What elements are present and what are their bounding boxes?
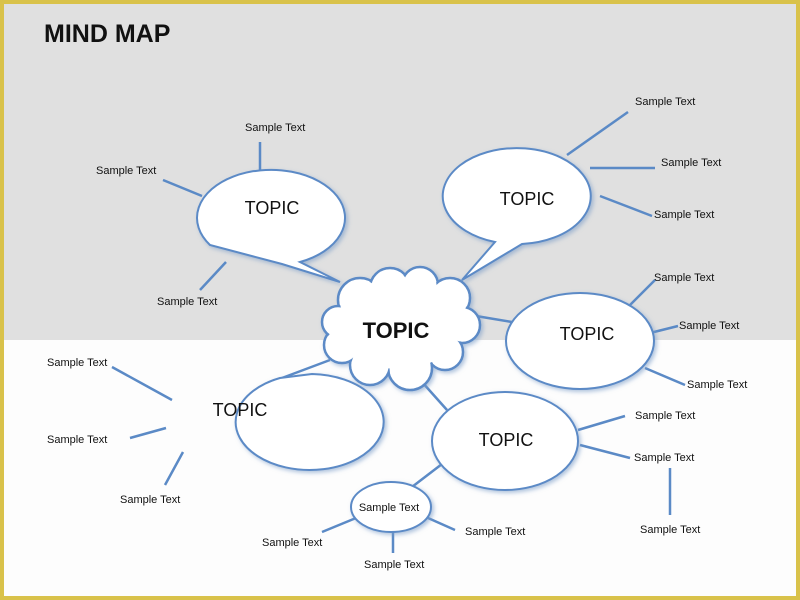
branch-label: Sample Text — [157, 296, 217, 308]
branch-line — [199, 261, 227, 291]
connector-line — [475, 314, 513, 324]
topic-label: TOPIC — [560, 324, 615, 344]
branch-label: Sample Text — [679, 320, 739, 332]
branch-label: Sample Text — [635, 410, 695, 422]
branch-line — [129, 426, 167, 440]
topic-label: TOPIC — [479, 430, 534, 450]
branch-label: Sample Text — [661, 157, 721, 169]
branch-line — [321, 516, 357, 534]
branch-label: Sample Text — [47, 357, 107, 369]
branch-label: Sample Text — [654, 209, 714, 221]
branch-label: Sample Text — [687, 379, 747, 391]
mind-map: TOPIC TOPIC TOPIC TOPIC TOPIC TOPIC Samp… — [47, 96, 747, 571]
branch-line — [163, 451, 185, 486]
topic-bubble-3[interactable] — [505, 292, 655, 390]
branch-line — [577, 414, 626, 432]
center-cloud[interactable] — [320, 265, 482, 392]
branch-lines — [111, 110, 686, 553]
branch-label: Sample Text — [262, 537, 322, 549]
branch-line — [427, 516, 456, 532]
topic-bubble-4[interactable] — [234, 372, 385, 471]
branch-label: Sample Text — [634, 452, 694, 464]
branch-line — [599, 194, 653, 218]
topic-label: TOPIC — [500, 189, 555, 209]
topic-bubble-5[interactable] — [431, 391, 579, 491]
branch-line — [566, 110, 629, 157]
branch-label: Sample Text — [120, 494, 180, 506]
sub-topic-label: Sample Text — [359, 502, 419, 514]
branch-line — [649, 324, 679, 335]
topic-label: TOPIC — [245, 198, 300, 218]
branch-line — [111, 365, 173, 402]
branch-line — [579, 443, 631, 460]
branch-label: Sample Text — [640, 524, 700, 536]
page-title: MIND MAP — [44, 20, 171, 48]
topic-bubble-1[interactable] — [196, 168, 347, 283]
sub-topic-bubble[interactable] — [350, 481, 432, 533]
branch-label: Sample Text — [465, 526, 525, 538]
branch-label: Sample Text — [96, 165, 156, 177]
branch-label: Sample Text — [635, 96, 695, 108]
center-topic-label: TOPIC — [363, 318, 430, 343]
topic-bubble-2[interactable] — [441, 147, 592, 281]
branch-line — [162, 178, 203, 198]
topic-label: TOPIC — [213, 400, 268, 420]
branch-label: Sample Text — [245, 122, 305, 134]
branch-line — [644, 366, 686, 387]
branch-label: Sample Text — [47, 434, 107, 446]
connector-line — [281, 358, 331, 380]
branch-label: Sample Text — [364, 559, 424, 571]
connector-line — [421, 381, 448, 411]
branch-line — [629, 279, 656, 306]
branch-label: Sample Text — [654, 272, 714, 284]
